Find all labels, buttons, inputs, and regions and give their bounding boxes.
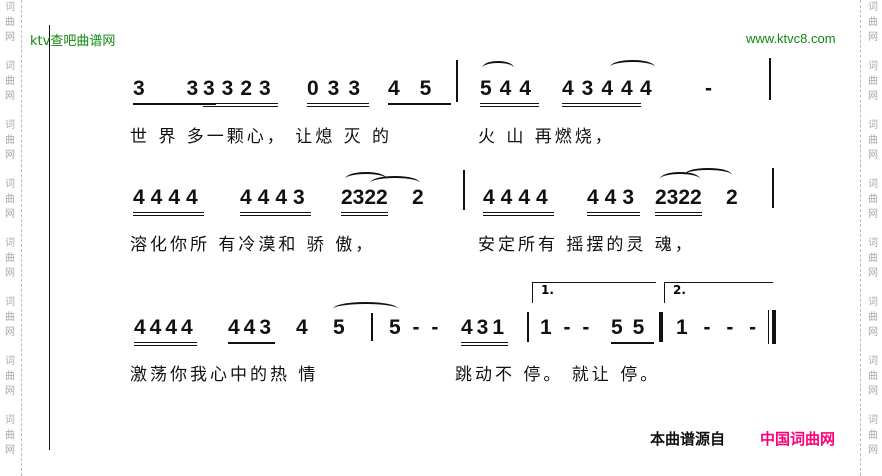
note-group: 1 - - - [676, 316, 762, 339]
watermark-text: 词曲网 [5, 179, 15, 220]
note: 2 [726, 186, 745, 209]
source-site-link[interactable]: 中国词曲网 [760, 430, 836, 448]
slur [370, 176, 420, 190]
source-label: 本曲谱源自 [650, 430, 726, 448]
repeat-bar [659, 312, 663, 342]
side-watermark-left: 词曲网词曲网词曲网词曲网词曲网词曲网词曲网词曲网 [3, 0, 17, 472]
watermark-text: 词曲网 [5, 297, 15, 338]
note-group: 45 [388, 77, 452, 105]
watermark-text: 词曲网 [5, 238, 15, 279]
bar-line [371, 313, 373, 341]
watermark-text: 词曲网 [868, 297, 878, 338]
bar-line [463, 170, 465, 210]
note-group: 2322 [341, 186, 388, 216]
bar-line [527, 312, 529, 342]
lyric-line: 溶化你所 有冷漠和 骄 傲， [130, 235, 376, 255]
note-group: 5 - - [389, 316, 442, 339]
right-dashed-border [860, 0, 861, 476]
watermark-text: 词曲网 [5, 356, 15, 397]
watermark-text: 词曲网 [5, 120, 15, 161]
side-watermark-right: 词曲网词曲网词曲网词曲网词曲网词曲网词曲网词曲网 [866, 0, 880, 472]
note-group: 2322 [655, 186, 702, 216]
note-group: 3 3 [133, 77, 217, 105]
slur [482, 61, 514, 75]
watermark-text: 词曲网 [868, 356, 878, 397]
note-group: 4444 [134, 316, 197, 346]
watermark-text: 词曲网 [5, 2, 15, 43]
bar-line [769, 58, 771, 100]
volta-1: 1. [532, 282, 656, 303]
left-margin-line [49, 25, 50, 450]
watermark-text: 词曲网 [5, 415, 15, 456]
slur [610, 60, 655, 74]
slur [684, 168, 732, 182]
note-group: 443 [228, 316, 276, 344]
note-group: 431 [461, 316, 509, 346]
note-group: 1 - - [540, 316, 593, 339]
note-group: 55 [611, 316, 655, 344]
note: 5 [333, 316, 352, 339]
watermark-text: 词曲网 [5, 61, 15, 102]
slur [660, 172, 700, 186]
note-group: 443 [587, 186, 641, 216]
note-group: 4344 [562, 77, 641, 107]
bar-line [456, 60, 458, 102]
note: 4 [296, 316, 315, 339]
note-group: 4444 [133, 186, 204, 216]
note-group: 033 [307, 77, 370, 107]
end-bar-thick [772, 310, 776, 344]
lyric-line: 世 界 多一颗心， 让熄 灭 的 [130, 127, 393, 147]
watermark-text: 词曲网 [868, 2, 878, 43]
lyric-line: 激荡你我心中的热 情 [130, 365, 319, 385]
slur [333, 302, 398, 316]
watermark-text: 词曲网 [868, 238, 878, 279]
site-link-right[interactable]: www.ktvc8.com [746, 31, 836, 46]
dash-note: - [705, 77, 719, 100]
slur [345, 172, 387, 186]
bar-line [772, 168, 774, 208]
note: 4 [640, 77, 659, 100]
note-group: 4444 [483, 186, 554, 216]
watermark-text: 词曲网 [868, 120, 878, 161]
watermark-text: 词曲网 [868, 61, 878, 102]
lyric-line: 安定所有 摇摆的灵 魂， [478, 235, 695, 255]
note-group: 4443 [240, 186, 311, 216]
watermark-text: 词曲网 [868, 415, 878, 456]
watermark-text: 词曲网 [868, 179, 878, 220]
volta-2: 2. [664, 282, 773, 303]
site-link-left[interactable]: ktv查吧曲谱网 [30, 34, 116, 49]
left-dashed-border [21, 0, 22, 476]
note: 2 [412, 186, 431, 209]
end-bar-thin [768, 310, 769, 344]
lyric-line: 跳动不 停。 就让 停。 [455, 365, 661, 385]
note-group: 544 [480, 77, 540, 107]
note-group: 3323 [203, 77, 278, 107]
lyric-line: 火 山 再燃烧， [478, 127, 615, 147]
